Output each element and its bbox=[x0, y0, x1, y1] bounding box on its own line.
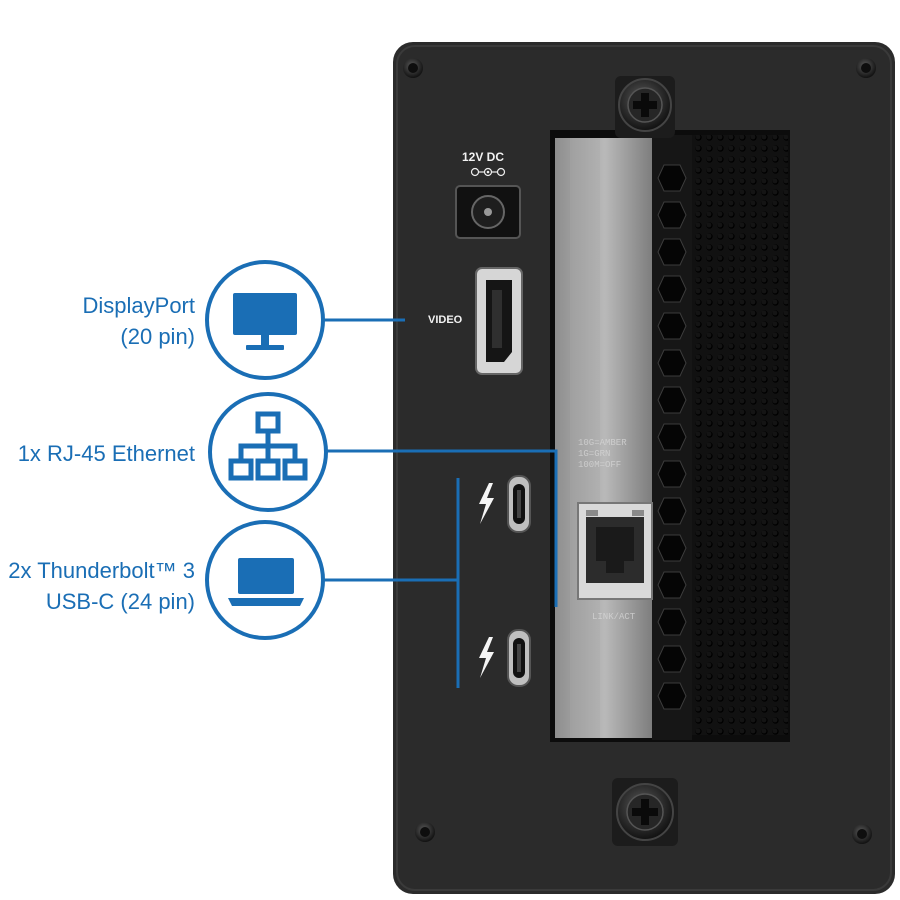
displayport-label: DisplayPort (20 pin) bbox=[83, 290, 195, 352]
power-label: 12V DC bbox=[462, 150, 505, 164]
thunderbolt-label-line2: USB-C (24 pin) bbox=[45, 589, 195, 614]
video-label: VIDEO bbox=[428, 314, 463, 326]
bottom-thumbscrew bbox=[612, 778, 678, 846]
vent-mesh bbox=[690, 135, 788, 735]
corner-screw-tl bbox=[403, 58, 423, 78]
corner-screw-bl bbox=[415, 822, 435, 842]
ethernet-callout-circle bbox=[208, 392, 328, 512]
dc-power-jack bbox=[455, 167, 521, 239]
thunderbolt-bolt-icon bbox=[479, 483, 494, 524]
displayport-label-line2: (20 pin) bbox=[120, 324, 195, 349]
thunderbolt-port-1-graphic bbox=[507, 475, 531, 533]
card-led-1g: 1G=GRN bbox=[578, 449, 611, 459]
displayport-label-line1: DisplayPort bbox=[82, 293, 195, 318]
ethernet-label: 1x RJ-45 Ethernet bbox=[18, 438, 195, 469]
card-led-10g: 10G=AMBER bbox=[578, 438, 627, 448]
thunderbolt-label-line1: 2x Thunderbolt™ 3 bbox=[8, 558, 195, 583]
displayport-port-graphic bbox=[475, 267, 523, 375]
rj45-port-graphic bbox=[577, 502, 653, 600]
corner-screw-br bbox=[852, 824, 872, 844]
card-led-legend: 10G=AMBER 1G=GRN 100M=OFF bbox=[578, 438, 627, 471]
ethernet-label-line1: 1x RJ-45 Ethernet bbox=[17, 441, 195, 466]
laptop-icon bbox=[228, 558, 304, 606]
thunderbolt-bolt-icon bbox=[479, 637, 494, 678]
card-link-label: LINK/ACT bbox=[592, 612, 636, 622]
thunderbolt-callout-circle bbox=[205, 520, 325, 640]
card-led-100m: 100M=OFF bbox=[578, 460, 622, 470]
displayport-callout-circle bbox=[205, 260, 325, 380]
thunderbolt-port-2-graphic bbox=[507, 629, 531, 687]
thunderbolt-label: 2x Thunderbolt™ 3 USB-C (24 pin) bbox=[8, 555, 195, 617]
corner-screw-tr bbox=[856, 58, 876, 78]
top-thumbscrew bbox=[615, 76, 675, 138]
monitor-icon bbox=[233, 293, 297, 350]
network-icon bbox=[228, 411, 308, 481]
card-bracket bbox=[555, 138, 655, 738]
